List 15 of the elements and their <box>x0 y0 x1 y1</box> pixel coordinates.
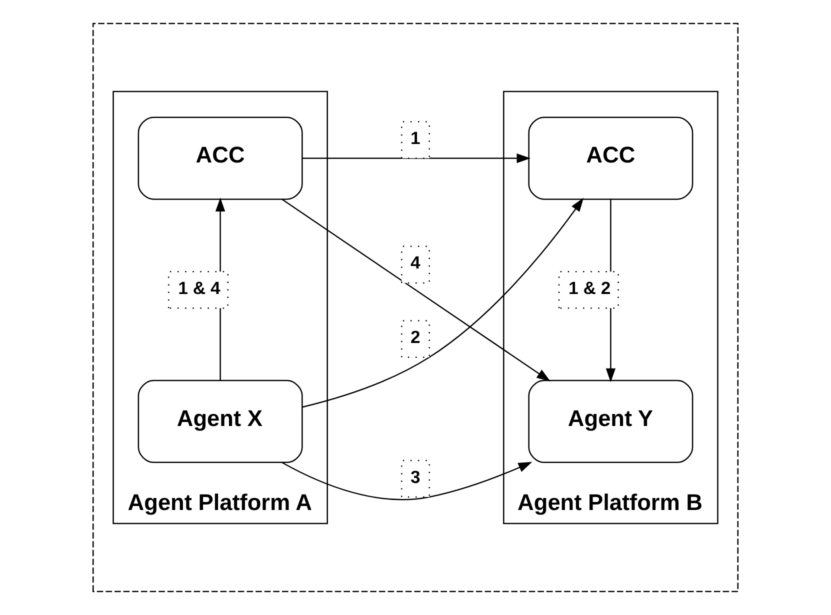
arrow <box>282 462 532 500</box>
edge-label: 2 <box>410 327 420 348</box>
node-box: Agent X <box>138 380 303 464</box>
node-box: ACC <box>138 116 303 200</box>
edge-label: 1 & 2 <box>568 278 611 298</box>
node-box: Agent Y <box>528 380 694 464</box>
arrow <box>302 153 531 164</box>
arrow <box>282 198 551 382</box>
cluster <box>92 22 739 592</box>
edge-label: 4 <box>410 252 420 273</box>
edge-label: 1 & 4 <box>178 278 220 298</box>
edge-label: 1 <box>410 128 420 148</box>
node-box: ACC <box>528 116 694 200</box>
arrow <box>302 198 584 408</box>
edge-label: 3 <box>410 466 420 487</box>
